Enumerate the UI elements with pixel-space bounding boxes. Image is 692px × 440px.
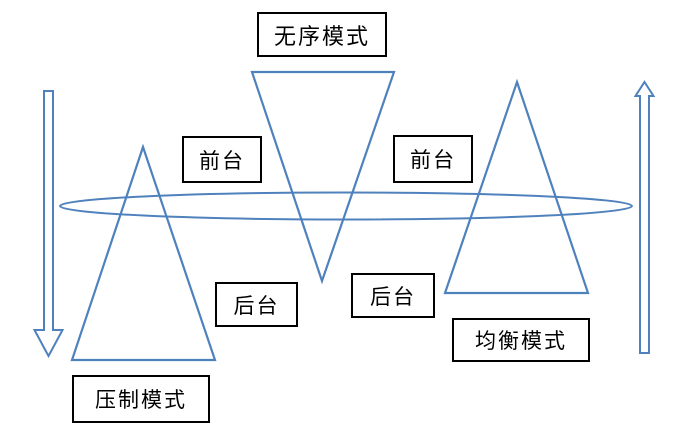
front-right-label: 前台 xyxy=(410,148,456,172)
left-triangle xyxy=(70,143,217,362)
inverted-triangle xyxy=(250,70,396,285)
label-box-front-left: 前台 xyxy=(182,136,262,183)
horizontal-ellipse xyxy=(59,191,633,221)
label-box-disorder-mode: 无序模式 xyxy=(257,12,387,57)
back-left-label: 后台 xyxy=(233,293,280,318)
front-left-label: 前台 xyxy=(199,148,245,173)
suppression-mode-label: 压制模式 xyxy=(95,388,187,412)
label-box-suppression-mode: 压制模式 xyxy=(72,375,210,423)
label-box-back-left: 后台 xyxy=(215,282,298,327)
downward-arrow-icon xyxy=(32,90,65,359)
label-box-front-right: 前台 xyxy=(393,135,473,183)
disorder-mode-label: 无序模式 xyxy=(273,24,370,50)
label-box-back-right: 后台 xyxy=(351,273,435,318)
label-box-balanced-mode: 均衡模式 xyxy=(452,318,590,362)
balanced-mode-label: 均衡模式 xyxy=(475,329,567,353)
upward-arrow-icon xyxy=(633,80,656,354)
back-right-label: 后台 xyxy=(370,284,416,309)
right-triangle xyxy=(443,78,590,295)
